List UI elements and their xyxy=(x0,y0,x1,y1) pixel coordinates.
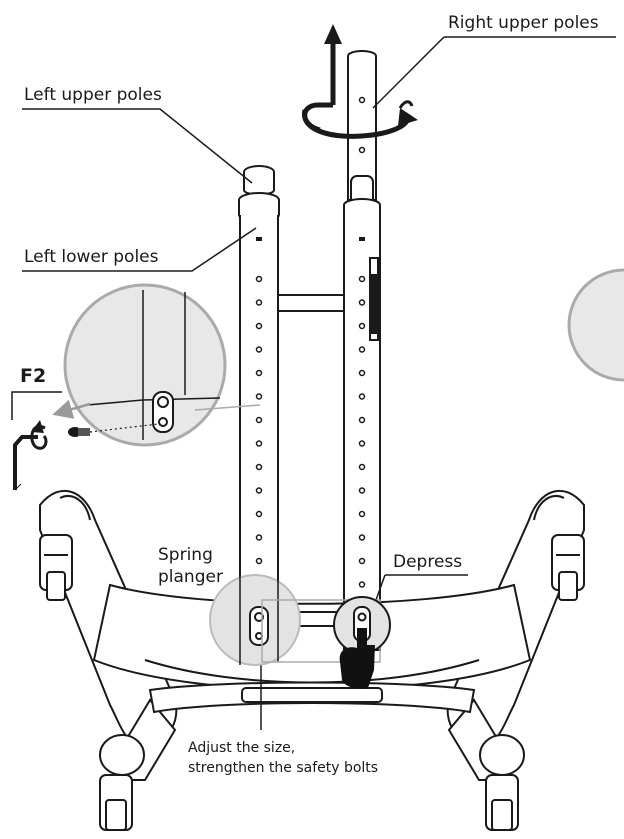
pole-hole xyxy=(358,416,366,424)
pole-hole xyxy=(255,369,263,377)
label-left-upper-poles: Left upper poles xyxy=(24,85,162,105)
left-pole-slot xyxy=(256,237,262,241)
adjust-line-1: Adjust the size, xyxy=(188,740,296,756)
pole-hole xyxy=(358,346,366,353)
spring-line-1: Spring xyxy=(158,545,213,565)
pole-hole xyxy=(358,322,366,330)
pole-hole xyxy=(358,440,366,447)
adjust-line-2: strengthen the safety bolts xyxy=(188,760,379,776)
upper-pole-hole xyxy=(358,146,366,154)
pole-hole xyxy=(255,440,263,447)
label-spring-plunger: Spring planger xyxy=(158,544,223,588)
rotate-ccw-icon xyxy=(30,420,48,450)
caster-left-top-icon xyxy=(39,534,73,601)
right-pole-slot xyxy=(359,237,365,241)
finger-press-icon xyxy=(339,628,375,689)
spring-plunger-magnifier xyxy=(209,574,301,666)
caster-wheels xyxy=(39,534,585,831)
pole-hole xyxy=(358,534,366,541)
pole-hole xyxy=(255,510,263,518)
pole-hole xyxy=(255,416,263,424)
label-right-upper-poles: Right upper poles xyxy=(448,13,599,33)
screw-icon xyxy=(68,427,90,437)
leader-lines xyxy=(22,36,616,730)
inset-connector xyxy=(194,404,261,411)
pole-hole xyxy=(255,487,263,494)
partial-inset-circle xyxy=(567,268,624,382)
pole-hole xyxy=(358,557,366,565)
pole-crossbars xyxy=(277,294,345,627)
label-f2: F2 xyxy=(20,365,47,387)
rotate-arrow-icon xyxy=(302,24,418,139)
pole-hole xyxy=(255,346,263,353)
pole-hole xyxy=(255,393,263,400)
allen-key-icon xyxy=(13,435,38,491)
pole-hole xyxy=(358,487,366,494)
pole-hole xyxy=(358,393,366,400)
label-depress: Depress xyxy=(393,552,463,572)
pole-hole xyxy=(358,581,366,588)
pole-hole xyxy=(255,322,263,330)
f2-bracket xyxy=(11,391,62,420)
pole-hole xyxy=(358,463,366,471)
upper-pole-hole xyxy=(358,96,366,104)
base-frame xyxy=(39,489,585,781)
caster-right-top-icon xyxy=(551,534,585,601)
pole-hole xyxy=(255,275,263,283)
pole-hole xyxy=(358,369,366,377)
pole-hole xyxy=(255,299,263,306)
pole-hole xyxy=(255,534,263,541)
label-left-lower-poles: Left lower poles xyxy=(24,247,159,267)
zoom-inset xyxy=(52,283,227,447)
pole-hole xyxy=(255,463,263,471)
pole-hole xyxy=(358,510,366,518)
spring-line-2: planger xyxy=(158,567,223,587)
label-adjust-size: Adjust the size, strengthen the safety b… xyxy=(188,738,378,778)
pole-hole xyxy=(358,275,366,283)
caster-right-bottom-icon xyxy=(479,734,525,831)
caster-left-bottom-icon xyxy=(99,734,145,831)
pole-hole xyxy=(255,557,263,565)
pole-hole xyxy=(358,299,366,306)
